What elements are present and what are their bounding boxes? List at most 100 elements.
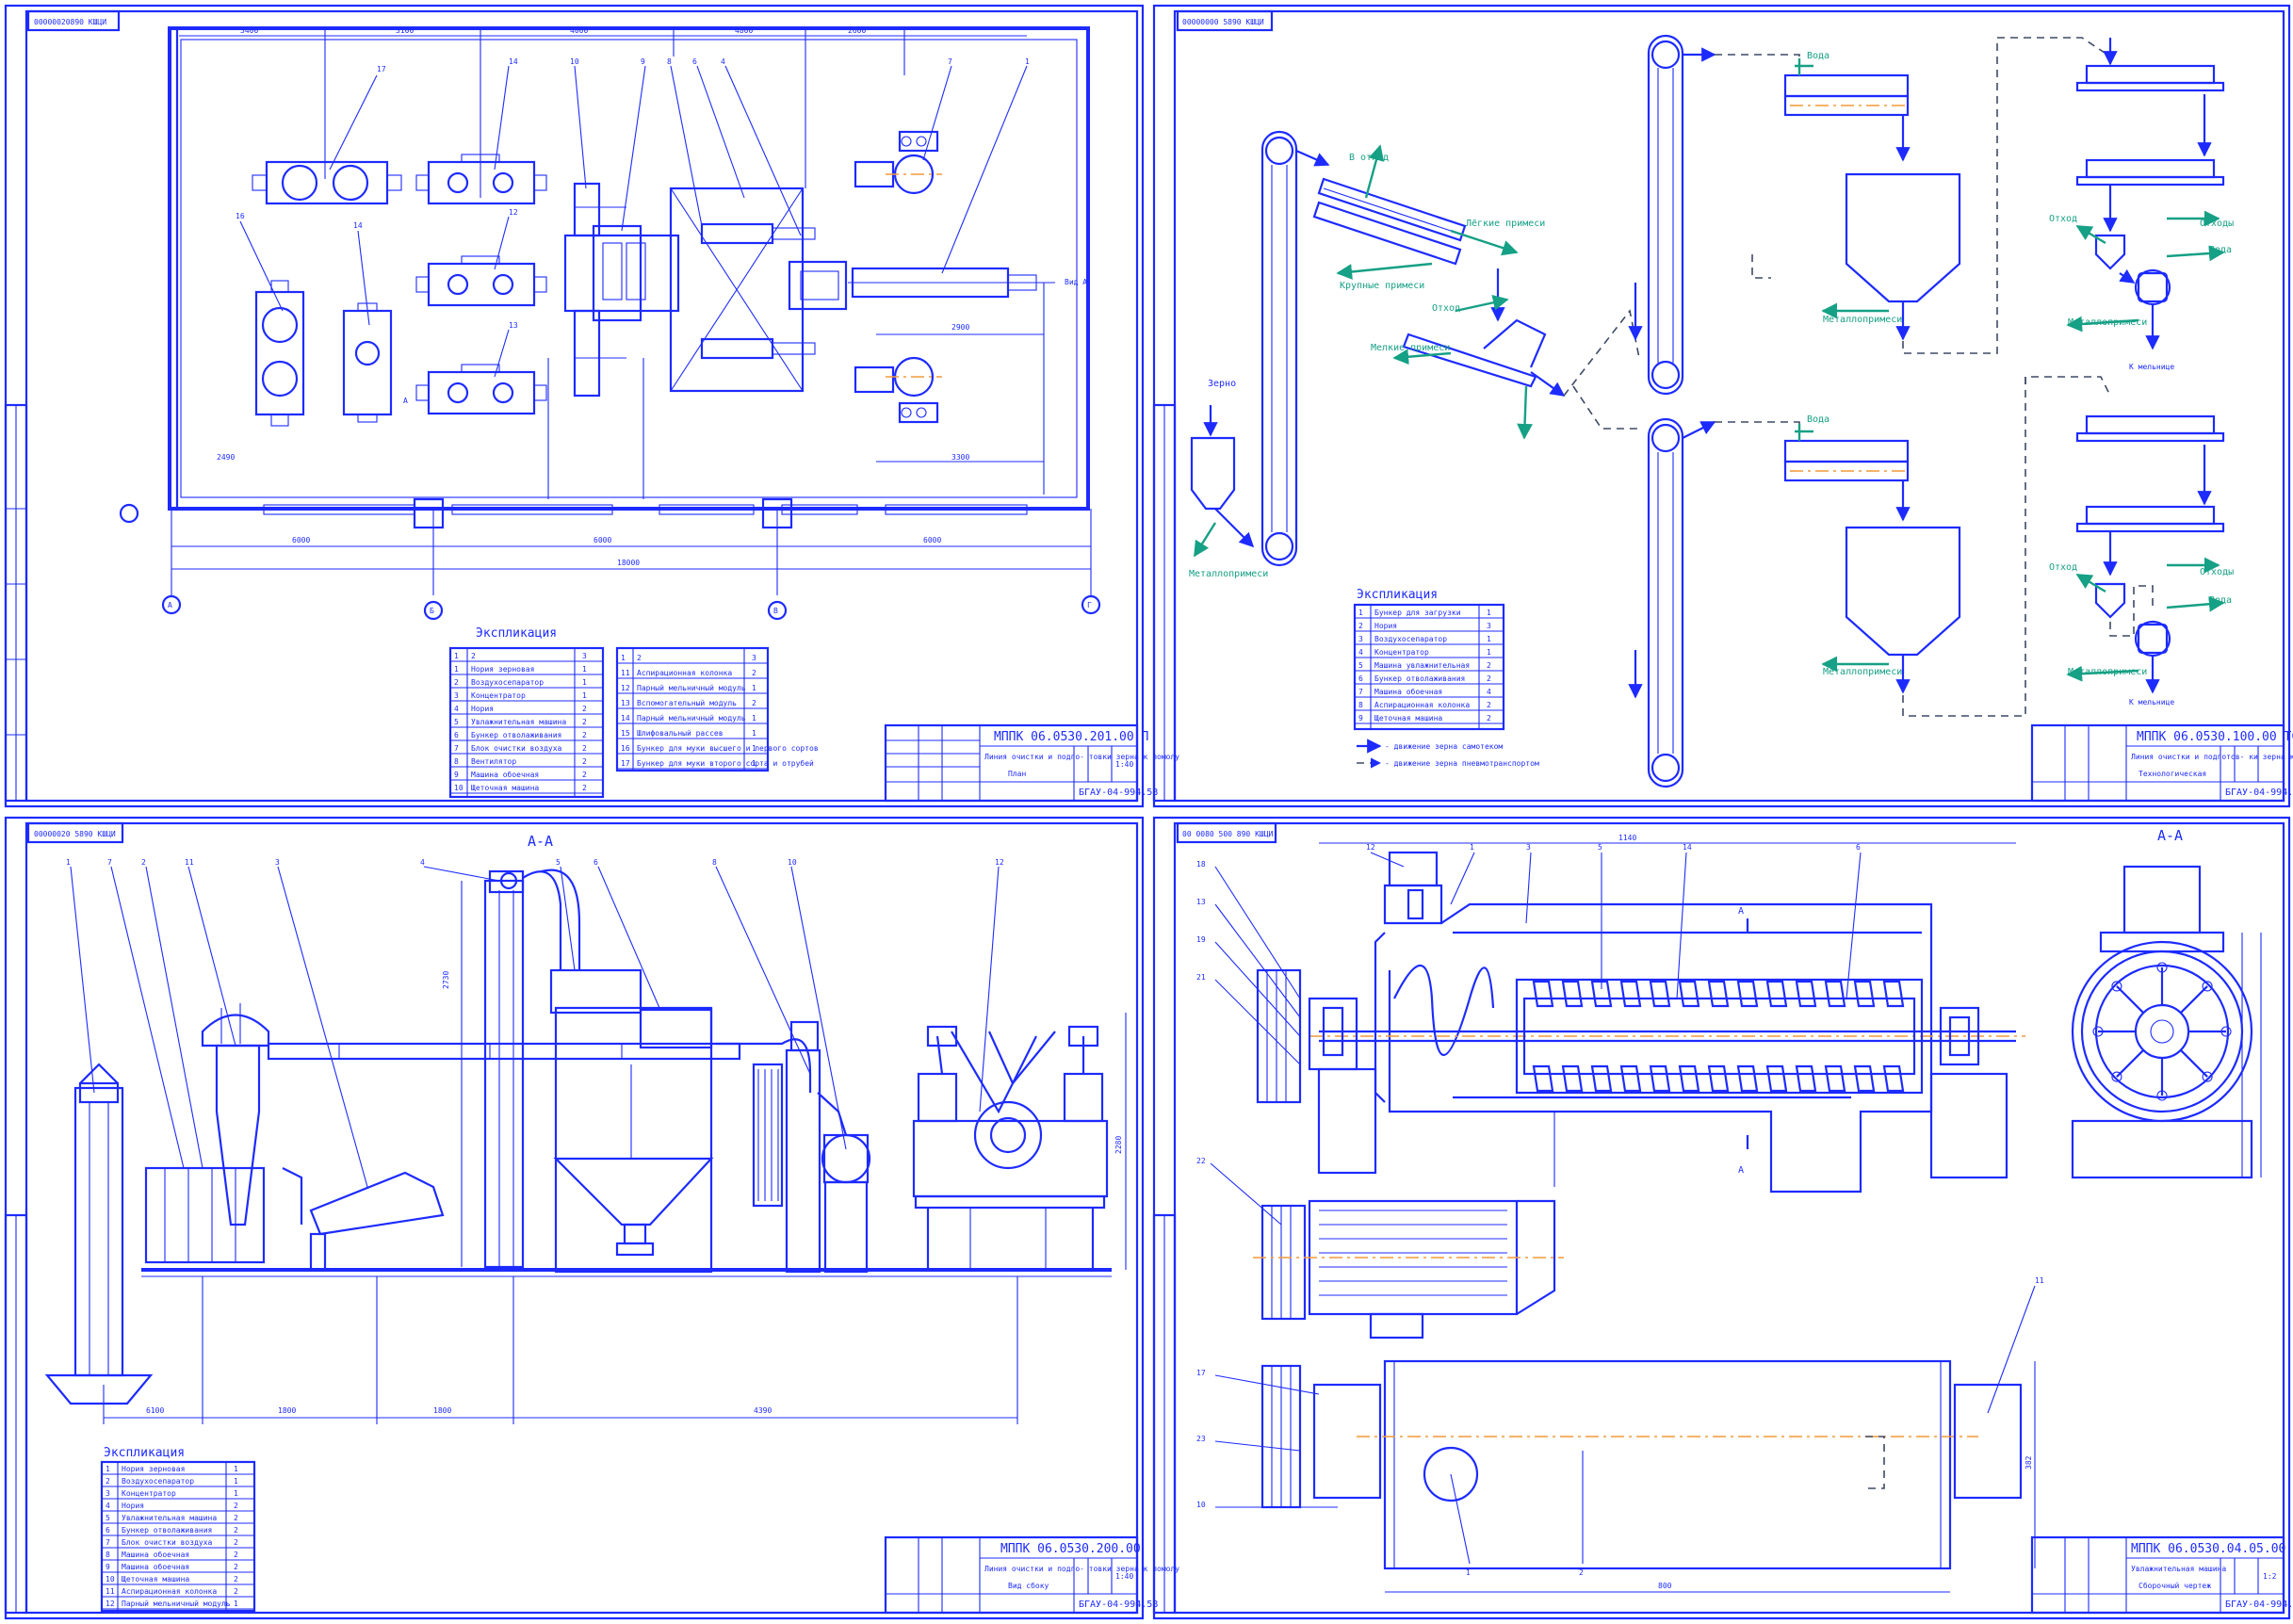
paddle xyxy=(1619,980,1642,1008)
svg-text:1: 1 xyxy=(1025,57,1030,66)
paddle xyxy=(1707,1064,1730,1093)
plan-drawing-subname: План xyxy=(1008,770,1026,778)
legend-cell: Парный мельничный модуль xyxy=(637,684,746,692)
paddle xyxy=(1707,980,1730,1008)
legend-cell: 1 xyxy=(582,691,587,700)
flow-label-coarse: Крупные примеси xyxy=(1340,281,1424,291)
legend-cell: Бункер для муки высшего и первого сортов xyxy=(637,744,819,753)
legend-cell: 1 xyxy=(582,678,587,687)
legend-cell: 12 xyxy=(106,1600,115,1608)
legend-cell: 1 xyxy=(454,652,459,660)
legend-cell: Блок очистки воздуха xyxy=(122,1538,213,1547)
flow-label-grain: Зерно xyxy=(1208,379,1236,389)
spoke xyxy=(2180,985,2208,1014)
paddle xyxy=(1824,980,1846,1008)
dim-top-3: 4000 xyxy=(570,26,588,35)
asm-dim-drum-h: 382 xyxy=(2025,1455,2033,1470)
legend-cell: 4 xyxy=(454,705,459,713)
spoke-tip xyxy=(2111,1071,2122,1082)
legend-cell: 2 xyxy=(637,654,642,662)
paddle xyxy=(1765,1064,1788,1093)
legend-cell: 1 xyxy=(752,744,756,753)
paddle xyxy=(1649,1064,1671,1093)
scourer-group-lower: Отходы Отход Вода Металлопримеси К мельн… xyxy=(2049,414,2234,706)
legend-cell: Щеточная машина xyxy=(122,1575,189,1583)
legend-cell: 2 xyxy=(234,1587,238,1596)
flow-label-waste-s2: Отходы xyxy=(2200,567,2234,577)
dim-misc-3: 3300 xyxy=(951,453,969,462)
legend-cell: Машина обоечная xyxy=(1374,687,1442,696)
legend-cell: 3 xyxy=(1487,622,1491,630)
spoke-tip xyxy=(2202,981,2213,992)
svg-text:12: 12 xyxy=(995,858,1004,867)
svg-text:10: 10 xyxy=(1196,1501,1206,1509)
svg-text:А: А xyxy=(1738,1165,1744,1176)
legend-cell: 2 xyxy=(1487,674,1491,683)
legend-cell: 5 xyxy=(454,718,459,726)
legend-cell: 3 xyxy=(582,652,587,660)
paddle xyxy=(1532,1064,1554,1093)
svg-text:6: 6 xyxy=(594,858,598,867)
spoke xyxy=(2116,1049,2144,1078)
legend-cell: Воздухосепаратор xyxy=(1374,635,1447,643)
svg-text:1: 1 xyxy=(1470,843,1474,852)
legend-cell: 1 xyxy=(234,1465,238,1473)
svg-text:14: 14 xyxy=(353,221,363,230)
asm-dim-drum-len: 800 xyxy=(1658,1582,1672,1590)
svg-text:17: 17 xyxy=(1196,1369,1206,1377)
svg-text:3: 3 xyxy=(1526,843,1531,852)
legend-cell: 5 xyxy=(1358,661,1363,670)
svg-text:16: 16 xyxy=(236,212,245,220)
flow-label-water-1: Вода xyxy=(1807,51,1830,61)
assembly-title-block: МППК 06.0530.04.05.00 СБ Увлажнительная … xyxy=(2030,1535,2293,1615)
flow-label-mill-2: К мельнице xyxy=(2129,698,2174,706)
side-drawing-code: МППК 06.0530.200.00 xyxy=(1000,1542,1141,1556)
flow-label-metal-3: Металлопримеси xyxy=(1823,667,1902,677)
legend-cell: 7 xyxy=(454,744,459,753)
paddle xyxy=(1590,980,1613,1008)
axis-v: В xyxy=(773,607,778,615)
side-title-block: МППК 06.0530.200.00 Линия очистки и подг… xyxy=(884,1535,1179,1615)
paddle xyxy=(1561,1064,1584,1093)
flow-label-water-s2: Вода xyxy=(2209,595,2232,606)
legend-cell: 1 xyxy=(621,654,626,662)
legend-cell: Аспирационная колонка xyxy=(1374,701,1470,709)
sheet-assembly-stamp: 00 0080 500 890 KШЦИ xyxy=(1182,830,1274,838)
svg-text:18: 18 xyxy=(1196,860,1206,869)
dim-total: 18000 xyxy=(617,559,640,567)
legend-cell: 1 xyxy=(582,665,587,674)
sheet-side-view: 00000020 5890 KШЦИ А-А xyxy=(4,816,1179,1620)
legend-cell: 2 xyxy=(234,1502,238,1510)
plan-org: БГАУ-04-994.58 xyxy=(1079,788,1158,798)
svg-text:1: 1 xyxy=(66,858,71,867)
svg-text:7: 7 xyxy=(948,57,952,66)
paddle xyxy=(1765,980,1788,1008)
dim-top-2: 3100 xyxy=(396,26,414,35)
legend-cell: Машина обоечная xyxy=(122,1562,189,1571)
legend-cell: 6 xyxy=(454,731,459,739)
legend-cell: 2 xyxy=(582,744,587,753)
legend-cell: Машина обоечная xyxy=(471,770,539,779)
svg-text:А: А xyxy=(1738,906,1744,917)
flow-label-light: Лёгкие примеси xyxy=(1466,219,1545,229)
paddle xyxy=(1590,1064,1613,1093)
legend-cell: Воздухосепаратор xyxy=(471,678,544,687)
legend-cell: Нория xyxy=(1374,622,1397,630)
svg-text:Вид А: Вид А xyxy=(1065,278,1087,286)
svg-text:3: 3 xyxy=(275,858,280,867)
side-dim-4: 4390 xyxy=(754,1406,772,1415)
legend-cell: 1 xyxy=(1358,609,1363,617)
legend-cell: Бункер отволаживания xyxy=(1374,674,1465,683)
legend-cell: 1 xyxy=(1487,635,1491,643)
legend-cell: Бункер для загрузки xyxy=(1374,609,1461,617)
legend-cell: 17 xyxy=(621,759,630,768)
paddle xyxy=(1824,1064,1846,1093)
svg-text:7: 7 xyxy=(107,858,112,867)
legend-cell: 4 xyxy=(106,1502,110,1510)
side-org: БГАУ-04-994.58 xyxy=(1079,1600,1158,1610)
legend-cell: 2 xyxy=(454,678,459,687)
legend-cell: 7 xyxy=(106,1538,110,1547)
legend-cell: 2 xyxy=(234,1538,238,1547)
